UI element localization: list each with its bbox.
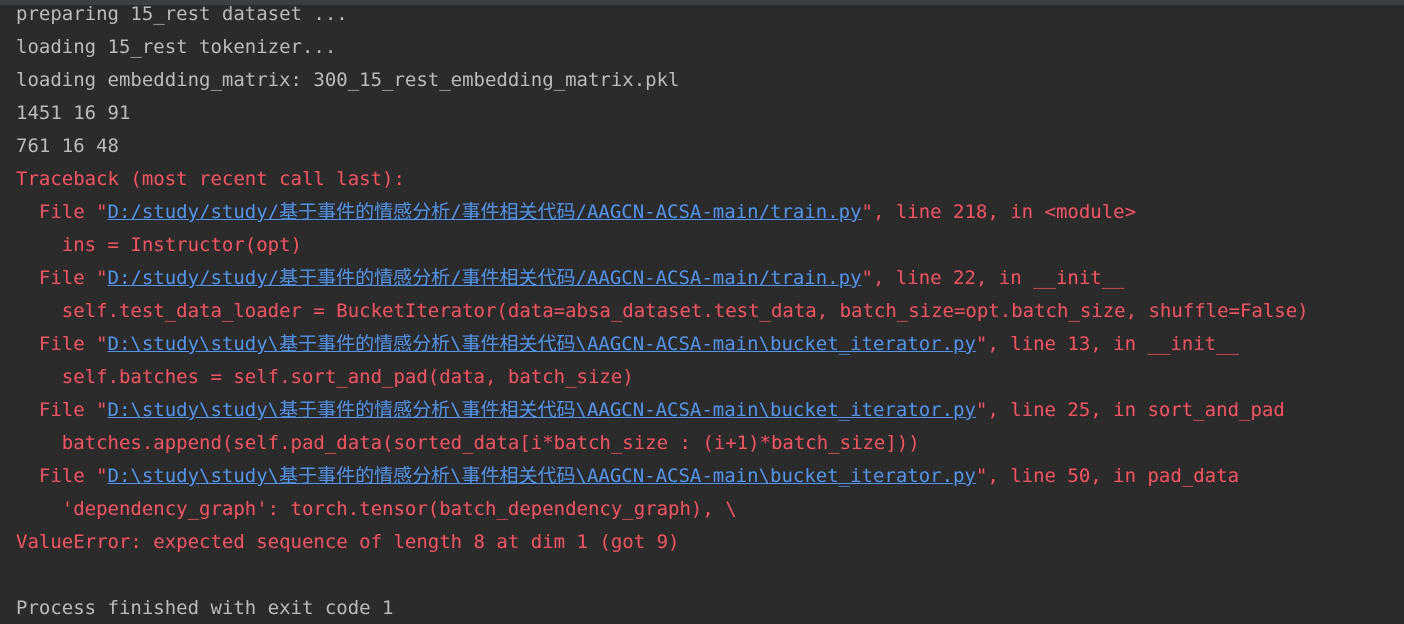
frame-suffix: ", line 13, in __init__ — [975, 333, 1240, 355]
output-line: loading embedding_matrix: 300_15_rest_em… — [16, 69, 680, 91]
traceback-header: Traceback (most recent call last): — [16, 168, 405, 190]
frame-suffix: ", line 22, in __init__ — [861, 267, 1125, 289]
file-link-train-py[interactable]: D:/study/study/基于事件的情感分析/事件相关代码/AAGCN-AC… — [107, 201, 862, 223]
output-line: preparing 15_rest dataset ... — [16, 3, 348, 25]
traceback-code-1: ins = Instructor(opt) — [16, 234, 302, 256]
frame-prefix: File " — [16, 201, 108, 223]
output-line: loading 15_rest tokenizer... — [16, 36, 337, 58]
traceback-frame-4: File "D:\study\study\基于事件的情感分析\事件相关代码\AA… — [16, 394, 1285, 427]
output-line: 1451 16 91 — [16, 102, 131, 124]
traceback-code-5: 'dependency_graph': torch.tensor(batch_d… — [16, 498, 737, 520]
traceback-frame-5: File "D:\study\study\基于事件的情感分析\事件相关代码\AA… — [16, 460, 1239, 493]
output-line: 761 16 48 — [16, 135, 119, 157]
frame-suffix: ", line 218, in <module> — [861, 201, 1137, 223]
error-message: ValueError: expected sequence of length … — [16, 531, 680, 553]
frame-prefix: File " — [16, 333, 108, 355]
file-link-bucket-iterator-py[interactable]: D:\study\study\基于事件的情感分析\事件相关代码\AAGCN-AC… — [107, 465, 976, 487]
frame-suffix: ", line 25, in sort_and_pad — [975, 399, 1285, 421]
file-link-train-py[interactable]: D:/study/study/基于事件的情感分析/事件相关代码/AAGCN-AC… — [107, 267, 862, 289]
frame-prefix: File " — [16, 399, 108, 421]
traceback-frame-1: File "D:/study/study/基于事件的情感分析/事件相关代码/AA… — [16, 196, 1136, 229]
traceback-frame-2: File "D:/study/study/基于事件的情感分析/事件相关代码/AA… — [16, 262, 1125, 295]
traceback-code-2: self.test_data_loader = BucketIterator(d… — [16, 300, 1309, 322]
exit-status: Process finished with exit code 1 — [16, 597, 394, 619]
traceback-code-4: batches.append(self.pad_data(sorted_data… — [16, 432, 920, 454]
file-link-bucket-iterator-py[interactable]: D:\study\study\基于事件的情感分析\事件相关代码\AAGCN-AC… — [107, 399, 976, 421]
file-link-bucket-iterator-py[interactable]: D:\study\study\基于事件的情感分析\事件相关代码\AAGCN-AC… — [107, 333, 976, 355]
traceback-code-3: self.batches = self.sort_and_pad(data, b… — [16, 366, 634, 388]
frame-prefix: File " — [16, 465, 108, 487]
traceback-frame-3: File "D:\study\study\基于事件的情感分析\事件相关代码\AA… — [16, 328, 1239, 361]
frame-suffix: ", line 50, in pad_data — [975, 465, 1240, 487]
frame-prefix: File " — [16, 267, 108, 289]
